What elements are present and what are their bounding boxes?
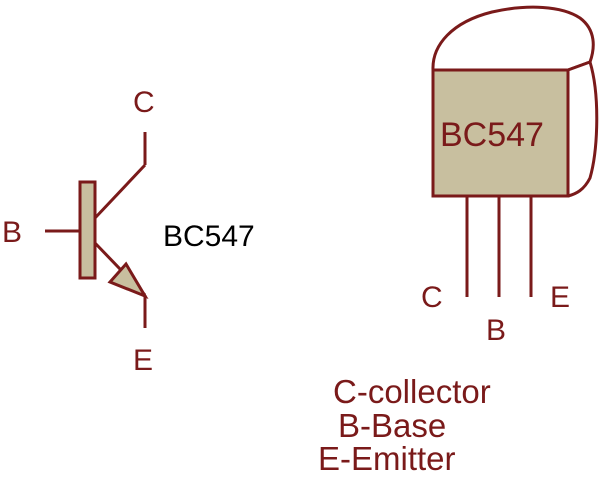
package-pin-label-e: E: [550, 281, 570, 314]
legend-item-emitter: E-Emitter: [318, 440, 456, 477]
package-side: [566, 60, 599, 198]
to92-package: [431, 5, 599, 297]
base-bar: [78, 180, 97, 280]
package-part-name: BC547: [440, 116, 544, 154]
collector-diagonal: [93, 163, 147, 220]
emitter-arrow-icon: [107, 261, 149, 300]
symbol-collector-label: C: [133, 86, 155, 119]
symbol-emitter-label: E: [133, 344, 153, 377]
symbol-part-name: BC547: [163, 220, 255, 253]
package-pin-label-b: B: [486, 314, 506, 347]
legend-item-base: B-Base: [338, 407, 446, 444]
legend-item-collector: C-collector: [333, 373, 491, 410]
package-top: [431, 5, 595, 72]
symbol-base-label: B: [2, 216, 22, 249]
package-pin-label-c: C: [421, 281, 443, 314]
transistor-symbol: [45, 132, 149, 328]
